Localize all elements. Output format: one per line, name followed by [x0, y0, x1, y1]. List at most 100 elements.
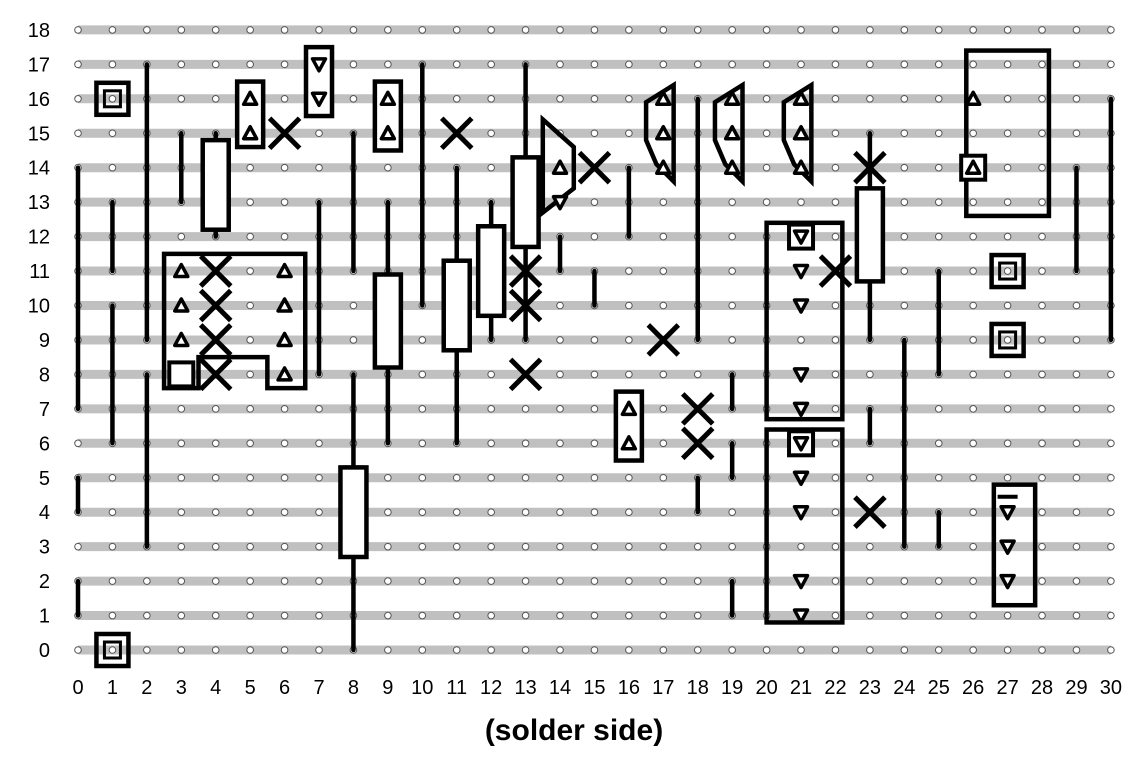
hole: [108, 577, 117, 585]
hole: [659, 267, 668, 275]
hole: [211, 439, 220, 448]
hole: [143, 611, 151, 620]
column-label: 1: [107, 677, 118, 699]
pin-arrow-down: [792, 436, 810, 452]
hole: [1107, 26, 1115, 34]
hole: [625, 26, 633, 34]
hole: [280, 439, 289, 448]
hole: [969, 232, 977, 241]
hole: [831, 60, 840, 69]
hole: [177, 646, 186, 654]
column-label: 8: [348, 677, 359, 699]
hole: [108, 646, 117, 654]
hole: [1003, 26, 1012, 34]
pin-arrow-up: [792, 125, 810, 141]
pin-arrow-down: [310, 57, 328, 73]
hole: [866, 60, 874, 69]
pin-arrow-down: [792, 401, 810, 418]
pin-arrow-down: [551, 194, 569, 211]
hole: [246, 439, 254, 448]
hole: [280, 611, 289, 620]
pin-arrow-down: [999, 573, 1016, 590]
pin-arrow-down: [792, 229, 810, 245]
hole: [246, 473, 254, 482]
hole: [418, 370, 427, 379]
resistor-outline: [510, 155, 541, 250]
pin-arrow-down: [792, 263, 810, 280]
hole: [487, 405, 495, 413]
hole: [211, 508, 220, 517]
hole: [1038, 508, 1046, 517]
hole: [969, 26, 977, 34]
hole: [1038, 301, 1046, 310]
hole: [590, 336, 599, 344]
row-label: 12: [28, 227, 50, 249]
hole: [728, 542, 736, 551]
hole: [900, 60, 909, 69]
hole: [556, 646, 564, 654]
hole: [590, 646, 599, 654]
hole: [280, 646, 289, 654]
strip-cut: [198, 254, 233, 288]
hole: [1003, 163, 1012, 172]
hole: [487, 611, 495, 620]
column-label: 24: [893, 677, 915, 699]
strip-cut: [508, 357, 543, 392]
hole: [590, 60, 599, 69]
hole: [590, 95, 599, 103]
hole: [625, 508, 633, 517]
column-label: 17: [652, 677, 674, 699]
hole: [934, 198, 943, 206]
column-label: 23: [859, 677, 881, 699]
hole: [487, 439, 495, 448]
hole: [1038, 26, 1046, 34]
hole: [1072, 95, 1081, 103]
row-label: 14: [28, 158, 50, 180]
strip-cut: [853, 495, 887, 529]
pin-arrow-down: [792, 608, 810, 624]
column-label: 4: [210, 677, 221, 699]
square-pad-inner: [102, 89, 122, 109]
transistor-outline: [643, 80, 676, 187]
component-frame: [764, 427, 845, 625]
hole: [866, 577, 874, 585]
hole: [831, 198, 840, 206]
strip-cut: [680, 426, 715, 461]
pin-arrow-up: [276, 297, 293, 313]
strip-cut: [508, 288, 543, 323]
hole: [831, 542, 840, 551]
hole: [418, 405, 427, 413]
hole: [1107, 405, 1115, 413]
hole: [556, 26, 564, 34]
hole: [1003, 370, 1012, 379]
hole: [1038, 370, 1046, 379]
hole: [384, 611, 392, 620]
hole: [1107, 646, 1115, 654]
hole: [831, 129, 840, 138]
hole: [797, 542, 805, 551]
row-label: 6: [39, 433, 50, 455]
hole: [969, 611, 977, 620]
row-label: 10: [28, 296, 50, 318]
column-label: 18: [687, 677, 709, 699]
hole: [418, 646, 427, 654]
hole: [556, 577, 564, 585]
hole: [797, 198, 805, 206]
hole: [659, 646, 668, 654]
row-label: 8: [39, 364, 50, 386]
hole: [108, 473, 117, 482]
hole: [969, 508, 977, 517]
hole: [866, 542, 874, 551]
hole: [108, 508, 117, 517]
hole: [177, 473, 186, 482]
hole: [1003, 336, 1012, 344]
column-label: 0: [72, 677, 83, 699]
pin-arrow-down: [999, 504, 1016, 521]
hole: [659, 301, 668, 310]
hole: [1107, 577, 1115, 585]
pin-arrow-up: [964, 159, 982, 175]
hole: [1038, 95, 1046, 103]
hole: [934, 232, 943, 241]
hole: [315, 508, 323, 517]
